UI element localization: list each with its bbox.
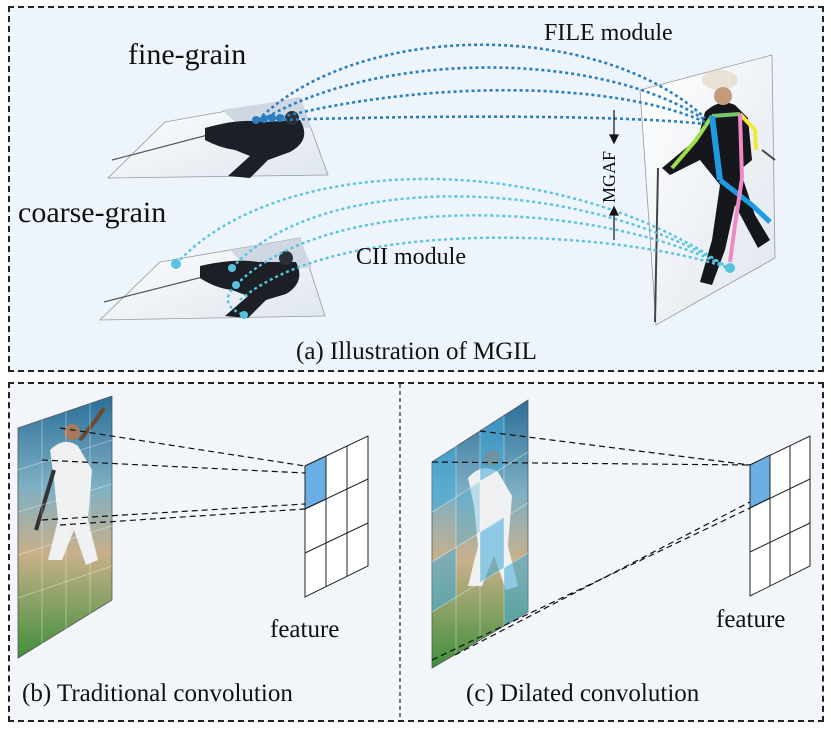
fine-grain-keypoints: [252, 114, 284, 124]
coarse-grain-keypoints: [171, 259, 248, 319]
fine-grain-image: [107, 97, 329, 179]
coarse-grain-label: coarse-grain: [18, 196, 167, 229]
feature-label-b: feature: [270, 616, 340, 643]
file-module-label: FILE module: [544, 20, 673, 46]
caption-a: (a) Illustration of MGIL: [296, 338, 537, 365]
mgaf-arrow: [609, 110, 619, 240]
coarse-grain-image: [98, 237, 326, 321]
projection-lines-b: [41, 427, 306, 526]
fine-grain-label: fine-grain: [128, 38, 247, 71]
cii-module-label: CII module: [356, 244, 466, 270]
pitcher-image-c: [431, 399, 529, 669]
caption-b: (b) Traditional convolution: [22, 680, 293, 707]
projection-lines-c: [431, 430, 751, 661]
skier-image: [639, 54, 776, 326]
feature-map-c: [749, 435, 811, 597]
feature-map-b: [304, 435, 369, 598]
mgaf-label: MGAF: [599, 150, 619, 203]
pitcher-image-b: [17, 395, 113, 659]
feature-label-c: feature: [716, 606, 786, 633]
panel-convolutions: [8, 382, 824, 722]
file-module-arcs: [257, 43, 706, 126]
caption-c: (c) Dilated convolution: [466, 680, 700, 707]
